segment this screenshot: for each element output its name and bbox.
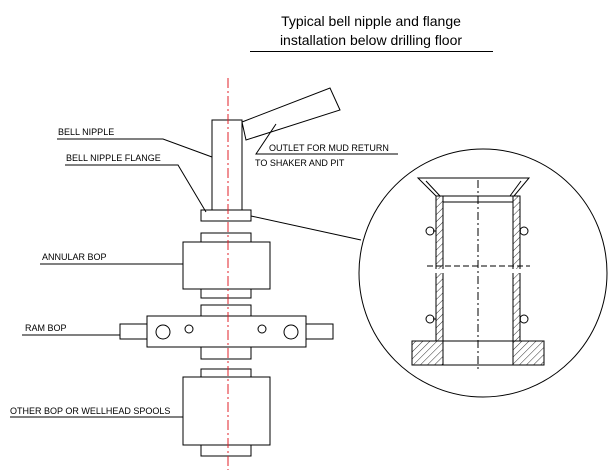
other-bop-body bbox=[182, 376, 271, 446]
leader-bell-nipple bbox=[57, 138, 213, 158]
detail-circle bbox=[358, 148, 608, 398]
mud-outlet-pipe bbox=[241, 87, 341, 141]
detail-pipe-wall-right bbox=[512, 195, 521, 342]
detail-lug-3 bbox=[425, 314, 435, 324]
ram-bolt-4 bbox=[283, 324, 299, 340]
ram-bolt-1 bbox=[155, 324, 171, 340]
leader-outlet bbox=[255, 123, 398, 155]
detail-lug-1 bbox=[425, 226, 435, 236]
leader-to-detail bbox=[250, 215, 362, 241]
bell-nipple bbox=[211, 119, 243, 211]
detail-lug-4 bbox=[519, 314, 529, 324]
detail-pipe-wall-left bbox=[435, 195, 444, 342]
annular-connector-top bbox=[200, 232, 252, 243]
other-connector-top bbox=[200, 368, 252, 378]
bell-nipple-flange bbox=[200, 209, 252, 222]
annular-bop-body bbox=[182, 241, 271, 290]
label-outlet-line-2: TO SHAKER AND PIT bbox=[255, 158, 345, 168]
detail-flange-right bbox=[512, 340, 545, 366]
label-outlet-line-1: OUTLET FOR MUD RETURN bbox=[269, 143, 389, 153]
ram-bop-body bbox=[146, 315, 307, 348]
detail-flange-left bbox=[411, 340, 444, 366]
label-annular-bop: ANNULAR BOP bbox=[42, 252, 107, 262]
ram-bolt-3 bbox=[257, 324, 267, 334]
annular-connector-bottom bbox=[200, 288, 252, 299]
ram-connector-bottom bbox=[200, 346, 252, 360]
label-bell-nipple-flange: BELL NIPPLE FLANGE bbox=[66, 153, 161, 163]
ram-bolt-2 bbox=[184, 324, 194, 334]
detail-lug-2 bbox=[519, 226, 529, 236]
detail-bell-inner bbox=[425, 180, 441, 197]
leader-bell-nipple-flange bbox=[65, 164, 207, 213]
title-line-2: installation below drilling floor bbox=[279, 32, 463, 48]
title-line-1: Typical bell nipple and flange bbox=[281, 13, 461, 29]
label-other-bop: OTHER BOP OR WELLHEAD SPOOLS bbox=[10, 406, 171, 416]
other-connector-bottom bbox=[200, 444, 252, 457]
title-underline bbox=[250, 51, 493, 52]
ram-bop-left-bonnet bbox=[119, 323, 148, 340]
ram-bop-right-bonnet bbox=[305, 323, 334, 340]
label-bell-nipple: BELL NIPPLE bbox=[58, 127, 115, 137]
label-ram-bop: RAM BOP bbox=[25, 323, 67, 333]
ram-connector-top bbox=[200, 304, 252, 317]
